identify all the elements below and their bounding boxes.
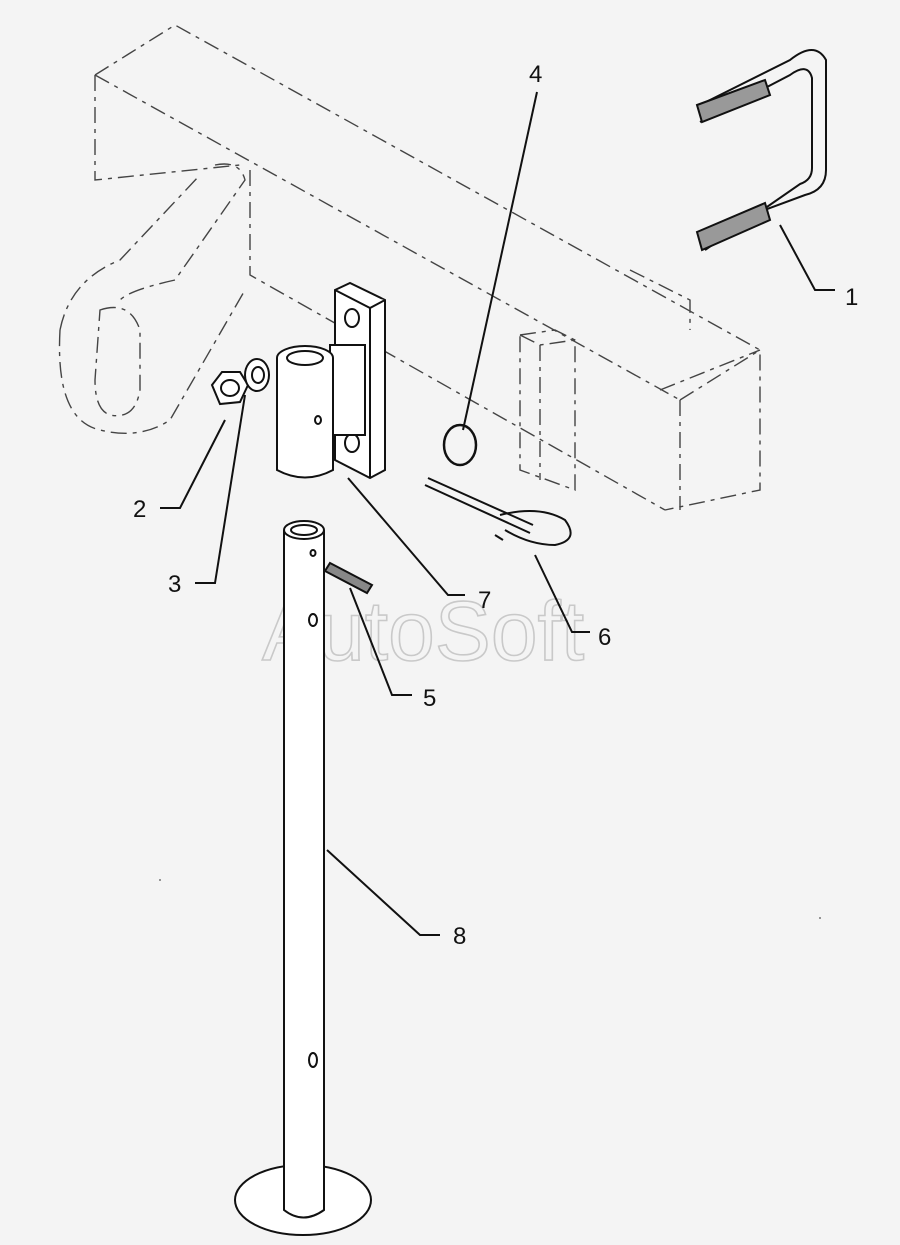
callout-5: 5: [423, 685, 436, 712]
washer-part: [244, 358, 270, 392]
trailer-frame-phantom: [58, 24, 761, 511]
callout-7: 7: [478, 587, 491, 614]
scan-specks: [159, 879, 821, 919]
callout-3: 3: [168, 571, 181, 598]
callout-4: 4: [529, 61, 542, 88]
callout-8: 8: [453, 923, 466, 950]
mounting-bracket-part: [276, 281, 386, 480]
nut-part: [210, 371, 250, 406]
callout-1: 1: [845, 284, 858, 311]
pin-part: [323, 561, 374, 595]
callout-2: 2: [133, 496, 146, 523]
leader-lines: [160, 91, 835, 936]
callout-6: 6: [598, 624, 611, 651]
u-bolt-part: [695, 49, 827, 252]
hitch-pin-clip-part: [424, 477, 572, 547]
jack-post-part: [234, 520, 372, 1236]
ring-part: [442, 423, 478, 467]
